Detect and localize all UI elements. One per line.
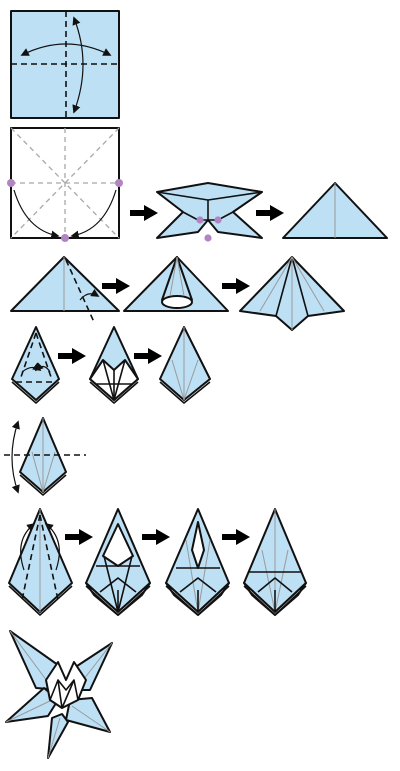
- reference-dot: [61, 234, 69, 242]
- step-3-squash-cone: [123, 256, 229, 312]
- step-arrow: [256, 205, 284, 221]
- step-2-white-square-preliminary: [7, 127, 123, 242]
- reference-dot: [196, 216, 204, 224]
- step-6-fold-edges: [8, 508, 73, 616]
- step-arrow: [58, 348, 86, 364]
- reference-dot: [214, 216, 222, 224]
- step-4-petal-opened: [89, 326, 139, 404]
- step-arrow: [134, 348, 162, 364]
- step-7-finished-lily: [5, 630, 113, 759]
- step-4-petal-finished: [159, 326, 211, 404]
- step-6-kite-folded: [85, 508, 151, 616]
- step-arrow: [222, 278, 250, 294]
- step-6-narrowed: [165, 508, 230, 616]
- reference-dot: [115, 179, 123, 187]
- step-6-finished-petal: [243, 508, 307, 616]
- reference-dot: [204, 234, 212, 242]
- step-2-waterbomb-base: [282, 182, 388, 239]
- step-arrow: [102, 278, 130, 294]
- step-arrow: [222, 529, 250, 545]
- step-5-turn-over: [4, 417, 86, 496]
- reference-dot: [7, 179, 15, 187]
- step-3-squashed-flaps: [239, 256, 345, 331]
- step-2-collapsing-waterbomb: [156, 182, 263, 242]
- step-arrow: [130, 205, 158, 221]
- step-3-triangle-squash: [10, 256, 120, 323]
- step-4-petal-fold: [11, 326, 60, 404]
- step-arrow: [65, 529, 93, 545]
- step-arrow: [142, 529, 170, 545]
- step-1-square-fold-in-half: [10, 10, 120, 119]
